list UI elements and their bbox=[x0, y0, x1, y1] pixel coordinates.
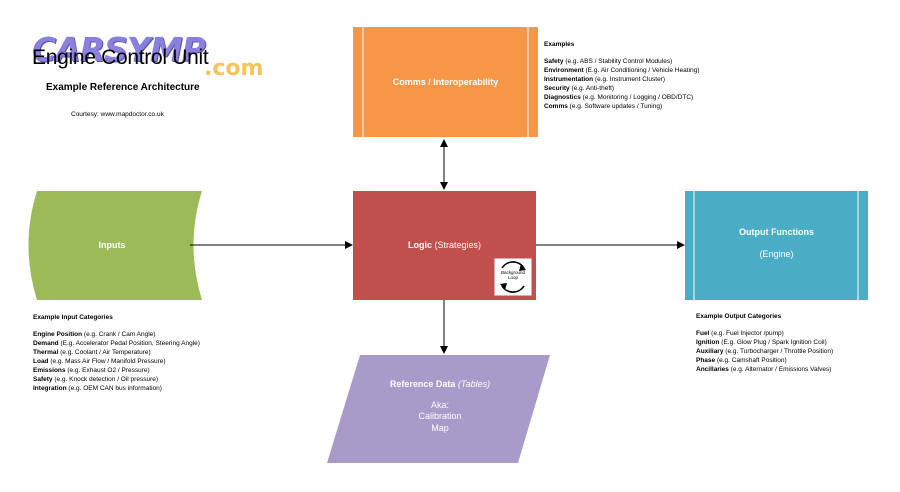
list-item: Ancillaries (e.g. Alternator / Emissions… bbox=[696, 366, 832, 373]
reference-label: Reference Data (Tables) Aka: Calibration… bbox=[360, 379, 520, 435]
list-item: Diagnostics (e.g. Monitoring / Logging /… bbox=[544, 94, 694, 101]
logic-label: Logic (Strategies) bbox=[353, 239, 536, 251]
list-item: Security (e.g. Anti-theft) bbox=[544, 85, 615, 92]
examples-heading: Examples bbox=[544, 41, 575, 48]
logic-label-suffix: (Strategies) bbox=[434, 240, 482, 250]
list-item: Instrumentation (e.g. Instrument Cluster… bbox=[544, 76, 666, 83]
comms-node bbox=[353, 27, 538, 137]
list-item: Fuel (e.g. Fuel Injector /pump) bbox=[696, 330, 784, 337]
reference-label-suffix: (Tables) bbox=[457, 379, 491, 389]
background-loop-icon bbox=[493, 257, 533, 297]
list-item: Thermal (e.g. Coolant / Air Temperature) bbox=[33, 349, 151, 356]
list-item: Engine Position (e.g. Crank / Cam Angle) bbox=[33, 331, 156, 338]
input-categories-list: Example Input Categories Engine Position… bbox=[33, 313, 200, 393]
carsymp-logo: CARSYMP .com bbox=[32, 30, 277, 90]
logo-suffix: .com bbox=[204, 56, 264, 81]
list-item: Comms (e.g. Software updates / Tuning) bbox=[544, 103, 663, 110]
page-subtitle: Example Reference Architecture bbox=[46, 82, 200, 93]
output-label: Output Functions (Engine) bbox=[685, 227, 868, 260]
inputs-node bbox=[28, 191, 202, 300]
output-categories-list: Example Output Categories Fuel (e.g. Fue… bbox=[696, 312, 833, 374]
output-categories-heading: Example Output Categories bbox=[696, 313, 782, 320]
inputs-label: Inputs bbox=[98, 240, 126, 250]
reference-label-main: Reference Data bbox=[389, 379, 456, 389]
list-item: Demand (E.g. Accelerator Pedal Position,… bbox=[33, 340, 200, 347]
output-label-main: Output Functions bbox=[739, 227, 814, 237]
reference-line-1: Aka: bbox=[430, 399, 449, 410]
list-item: Auxiliary (e.g. Turbocharger / Throttle … bbox=[696, 348, 834, 355]
list-item: Safety (e.g. ABS / Stability Control Mod… bbox=[544, 58, 673, 65]
comms-label: Comms / Interoperability bbox=[392, 77, 499, 87]
list-item: Load (e.g. Mass Air Flow / Manifold Pres… bbox=[33, 358, 166, 365]
loop-label-line1: Background bbox=[500, 270, 526, 275]
logo-word: CARSYMP bbox=[32, 30, 206, 69]
output-label-sub: (Engine) bbox=[759, 248, 794, 259]
loop-label: Background Loop bbox=[494, 270, 532, 280]
reference-line-2: Calibration bbox=[418, 411, 462, 422]
loop-label-line2: Loop bbox=[507, 275, 518, 280]
logic-label-main: Logic bbox=[407, 240, 432, 250]
output-node bbox=[685, 191, 868, 300]
page-title: Engine Control Unit bbox=[32, 46, 209, 69]
list-item: Ignition (E.g. Glow Plug / Spark Ignitio… bbox=[696, 339, 827, 346]
input-categories-heading: Example Input Categories bbox=[33, 314, 113, 321]
list-item: Emissions (e.g. Exhaust O2 / Pressure) bbox=[33, 367, 150, 374]
courtesy-note: Courtesy: www.mapdoctor.co.uk bbox=[71, 111, 164, 118]
list-item: Environment (E.g. Air Conditioning / Veh… bbox=[544, 67, 700, 74]
reference-node bbox=[327, 355, 550, 463]
list-item: Safety (e.g. Knock detection / Oil press… bbox=[33, 376, 159, 383]
reference-line-3: Map bbox=[431, 423, 449, 434]
list-item: Phase (e.g. Camshaft Position) bbox=[696, 357, 787, 364]
examples-list: Examples Safety (e.g. ABS / Stability Co… bbox=[544, 40, 699, 111]
list-item: Integration (e.g. OEM CAN bus informatio… bbox=[33, 385, 162, 392]
